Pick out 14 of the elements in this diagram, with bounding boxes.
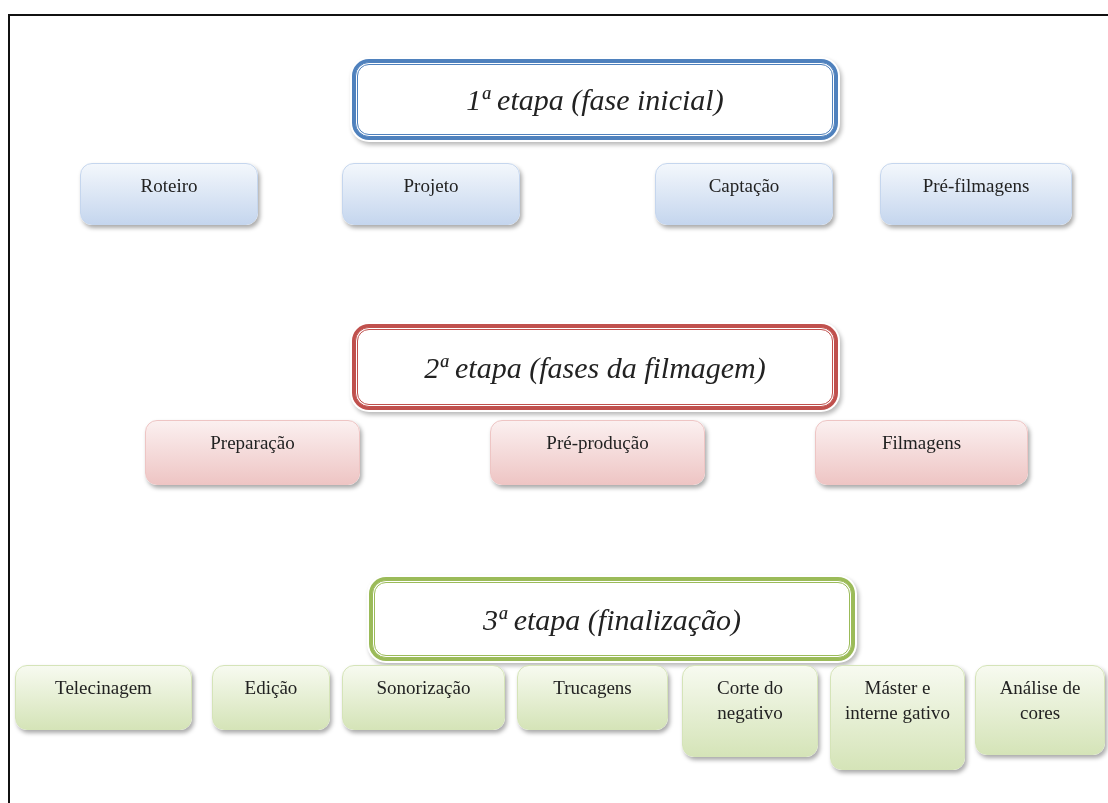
step-box: Corte do negativo: [682, 665, 818, 757]
step-box: Trucagens: [517, 665, 668, 730]
step-box: Projeto: [342, 163, 520, 225]
step-box: Filmagens: [815, 420, 1028, 485]
step-box: Roteiro: [80, 163, 258, 225]
step-box: Sonorização: [342, 665, 505, 730]
step-box: Captação: [655, 163, 833, 225]
step-box: Preparação: [145, 420, 360, 485]
step-box: Pré-filmagens: [880, 163, 1072, 225]
step-box: Pré-produção: [490, 420, 705, 485]
step-box: Telecinagem: [15, 665, 192, 730]
step-box: Análise de cores: [975, 665, 1105, 755]
step-box: Máster e interne gativo: [830, 665, 965, 770]
step-box: Edição: [212, 665, 330, 730]
